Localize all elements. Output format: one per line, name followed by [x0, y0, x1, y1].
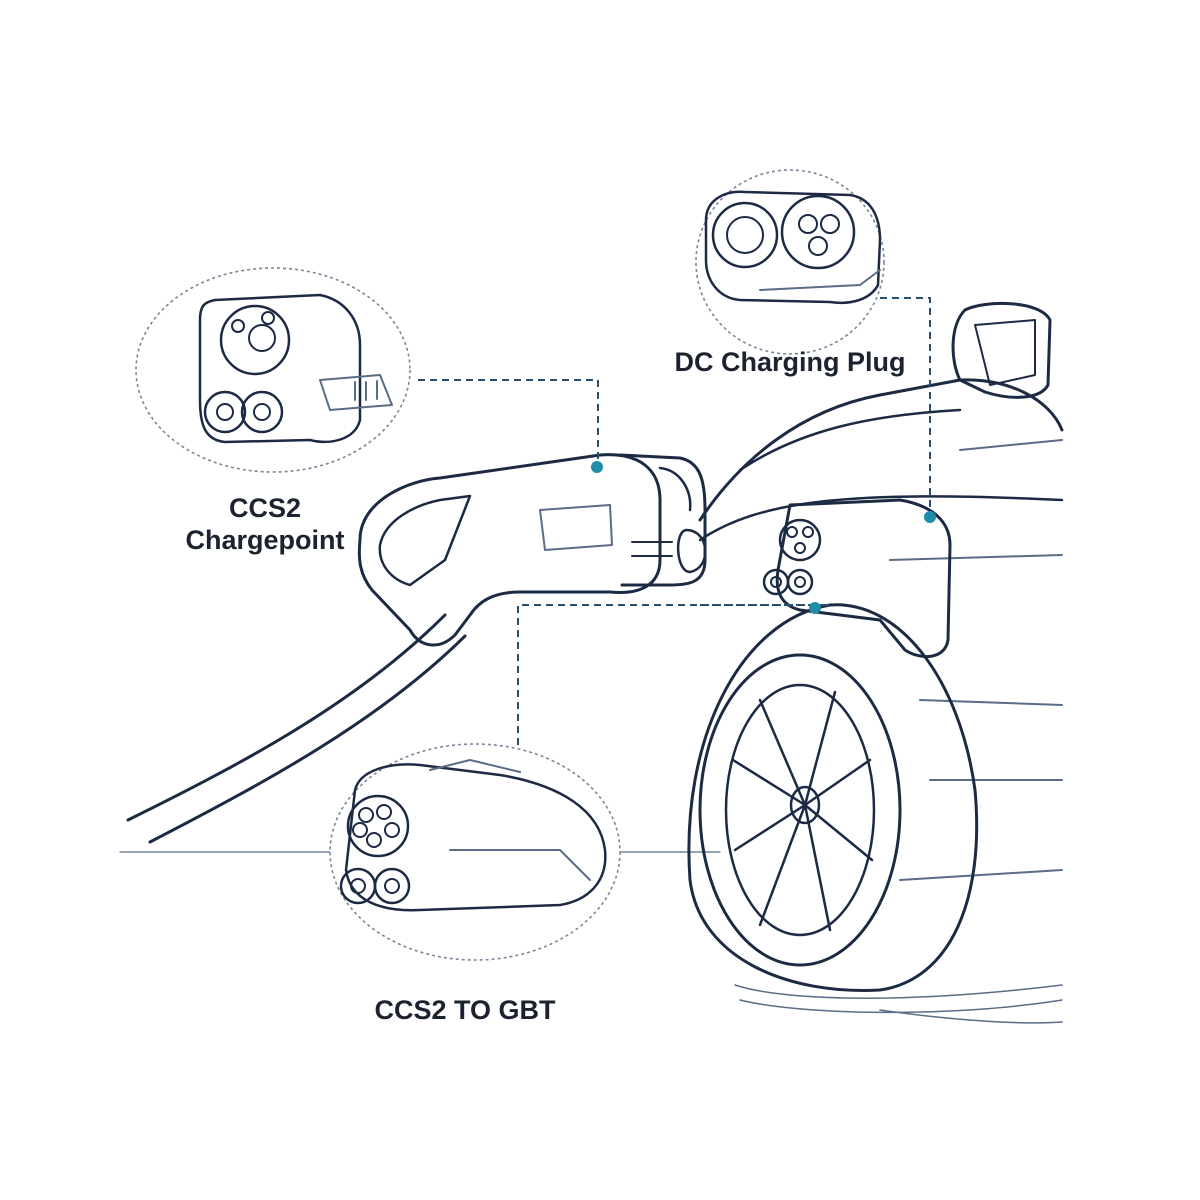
dc-charging-plug-bubble — [695, 169, 885, 355]
marker-inlet — [924, 511, 936, 523]
ccs2-to-gbt-bubble — [329, 743, 621, 961]
leader-lines — [418, 297, 931, 745]
ccs2-chargepoint-label: CCS2 Chargepoint — [150, 492, 380, 557]
side-mirror — [951, 301, 1052, 399]
marker-adapter — [809, 602, 821, 614]
ccs2-chargepoint-bubble — [135, 267, 411, 473]
ccs2-to-gbt-label: CCS2 TO GBT — [374, 995, 556, 1025]
charging-cable — [126, 613, 467, 844]
marker-handle — [591, 461, 603, 473]
ccs2-charging-handle — [357, 453, 707, 647]
dc-charging-plug-label: DC Charging Plug — [674, 347, 906, 377]
connection-markers — [591, 461, 936, 614]
electric-car-body — [698, 301, 1064, 881]
ccs2-label-line2: Chargepoint — [185, 525, 345, 556]
vehicle-charging-inlet — [762, 498, 952, 659]
ccs2-label-line1: CCS2 — [228, 493, 302, 523]
car-wheel — [687, 603, 1063, 1024]
